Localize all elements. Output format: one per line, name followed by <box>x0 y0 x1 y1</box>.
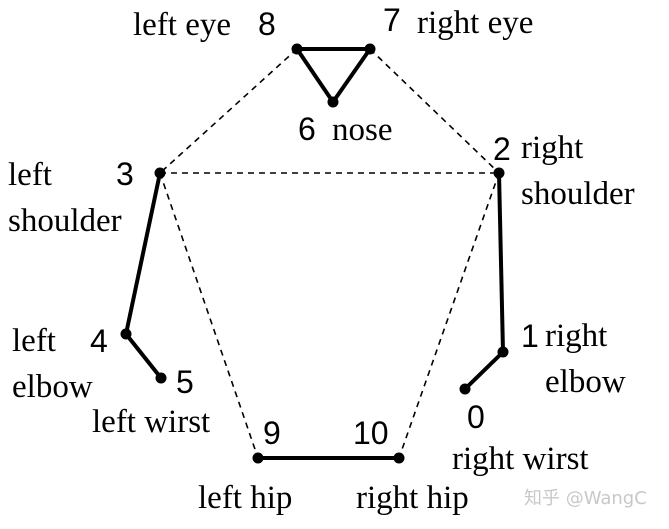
edge-kp7-kp6-solid <box>331 47 372 104</box>
kp2-node <box>493 167 505 179</box>
kp4-label-line2: elbow <box>12 369 93 405</box>
kp9-number: 9 <box>263 415 281 451</box>
kp10-label: right hip <box>356 480 469 516</box>
kp3-number: 3 <box>116 156 134 192</box>
kp2-label-line1: right <box>521 130 583 166</box>
kp8-node <box>291 43 303 55</box>
kp6-number: 6 <box>298 111 316 147</box>
edge-kp8-kp6-solid <box>295 47 335 104</box>
edge-kp7-kp2-dashed <box>369 48 500 174</box>
edge-kp8-kp3-dashed <box>159 48 298 174</box>
kp10-number: 10 <box>353 415 389 451</box>
kp1-label-line2: elbow <box>545 364 626 400</box>
kp2-label-line2: shoulder <box>521 176 635 212</box>
kp0-label: right wirst <box>452 441 589 477</box>
edges-layer <box>124 47 505 460</box>
kp0-number: 0 <box>467 399 485 435</box>
watermark: 知乎 @WangC <box>524 488 647 509</box>
kp7-number: 7 <box>383 2 401 38</box>
edge-kp3-kp4-solid <box>124 171 162 336</box>
kp8-number: 8 <box>258 6 276 42</box>
edge-kp4-kp5-solid <box>124 332 163 380</box>
kp2-number: 2 <box>493 131 511 167</box>
keypoint-numbers: 8 7 6 3 2 4 5 1 0 9 10 <box>90 2 539 451</box>
kp10-node <box>393 452 405 464</box>
kp9-node <box>252 452 264 464</box>
kp5-label: left wirst <box>92 404 210 440</box>
kp7-label: right eye <box>417 5 533 41</box>
kp5-node <box>155 372 167 384</box>
kp1-number: 1 <box>521 318 539 354</box>
kp5-number: 5 <box>176 364 194 400</box>
kp4-node <box>120 328 132 340</box>
kp6-label: nose <box>332 112 393 148</box>
edge-kp1-kp0-solid <box>463 350 505 391</box>
kp3-label-line1: left <box>8 157 52 193</box>
kp3-node <box>154 167 166 179</box>
kp4-label-line1: left <box>12 323 56 359</box>
kp4-number: 4 <box>90 323 108 359</box>
kp9-label: left hip <box>198 480 292 516</box>
edge-kp2-kp1-solid <box>497 171 505 354</box>
kp1-label-line1: right <box>545 318 607 354</box>
kp3-label-line2: shoulder <box>8 203 122 239</box>
kp6-node <box>327 96 339 108</box>
kp0-node <box>459 383 471 395</box>
kp1-node <box>497 346 509 358</box>
kp7-node <box>364 43 376 55</box>
keypoint-labels: left eye right eye nose left shoulder ri… <box>8 5 635 516</box>
nodes-layer <box>120 43 509 464</box>
kp8-label: left eye <box>133 7 231 43</box>
